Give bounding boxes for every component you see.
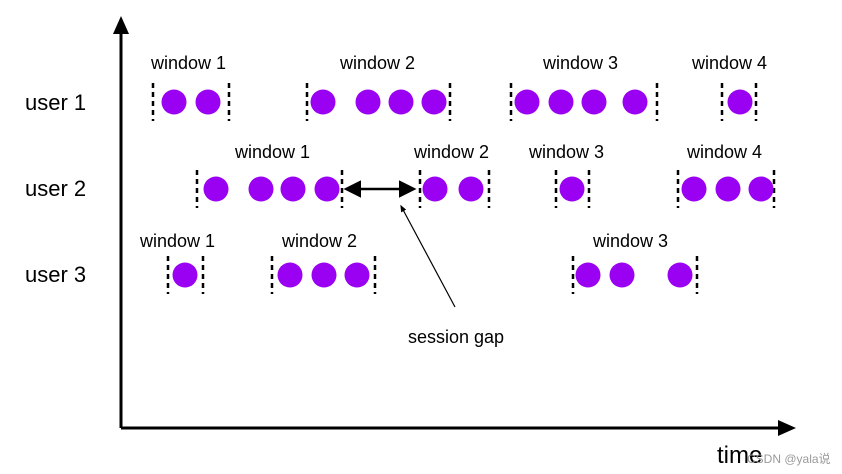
- window-label: window 4: [691, 53, 767, 73]
- event-dot: [422, 176, 448, 202]
- event-dot: [161, 89, 187, 115]
- event-dot: [280, 176, 306, 202]
- event-dot: [172, 262, 198, 288]
- row-label-user-2: user 2: [25, 176, 86, 201]
- x-axis-arrow-icon: [778, 420, 796, 436]
- window-label: window 3: [592, 231, 668, 251]
- event-dot: [727, 89, 753, 115]
- session-window: [166, 256, 205, 294]
- window-label: window 4: [686, 142, 762, 162]
- x-axis-label: time: [717, 442, 762, 469]
- event-dot: [748, 176, 774, 202]
- window-label: window 3: [542, 53, 618, 73]
- event-dot: [715, 176, 741, 202]
- window-label: window 1: [234, 142, 310, 162]
- session-window: [571, 256, 699, 294]
- session-window: [151, 83, 231, 121]
- event-dot: [458, 176, 484, 202]
- event-dot: [355, 89, 381, 115]
- event-dot: [311, 262, 337, 288]
- row-label-user-3: user 3: [25, 262, 86, 287]
- event-dot: [609, 262, 635, 288]
- event-dot: [195, 89, 221, 115]
- event-dot: [421, 89, 447, 115]
- event-dot: [314, 176, 340, 202]
- y-axis-arrow-icon: [113, 16, 129, 34]
- session-window: [554, 170, 591, 208]
- window-label: window 2: [413, 142, 489, 162]
- event-dot: [622, 89, 648, 115]
- event-dot: [575, 262, 601, 288]
- session-window: [195, 170, 344, 208]
- event-dot: [581, 89, 607, 115]
- row-label-user-1: user 1: [25, 90, 86, 115]
- event-dot: [310, 89, 336, 115]
- windows-layer: [151, 83, 776, 294]
- session-window: [720, 83, 758, 121]
- window-label: window 3: [528, 142, 604, 162]
- window-label: window 1: [139, 231, 215, 251]
- event-dot: [548, 89, 574, 115]
- session-window: [270, 256, 377, 294]
- window-label: window 2: [339, 53, 415, 73]
- event-dot: [559, 176, 585, 202]
- event-dot: [344, 262, 370, 288]
- event-dot: [667, 262, 693, 288]
- session-window: [305, 83, 452, 121]
- window-label: window 2: [281, 231, 357, 251]
- session-gap-pointer: [400, 204, 456, 308]
- window-label: window 1: [150, 53, 226, 73]
- event-dot: [514, 89, 540, 115]
- event-dot: [388, 89, 414, 115]
- event-dot: [203, 176, 229, 202]
- event-dot: [277, 262, 303, 288]
- event-dot: [248, 176, 274, 202]
- session-window: [418, 170, 491, 208]
- session-window: [676, 170, 776, 208]
- session-window: [509, 83, 659, 121]
- event-dot: [681, 176, 707, 202]
- watermark: CSDN @yala说: [747, 451, 831, 466]
- session-gap-label: session gap: [408, 327, 504, 347]
